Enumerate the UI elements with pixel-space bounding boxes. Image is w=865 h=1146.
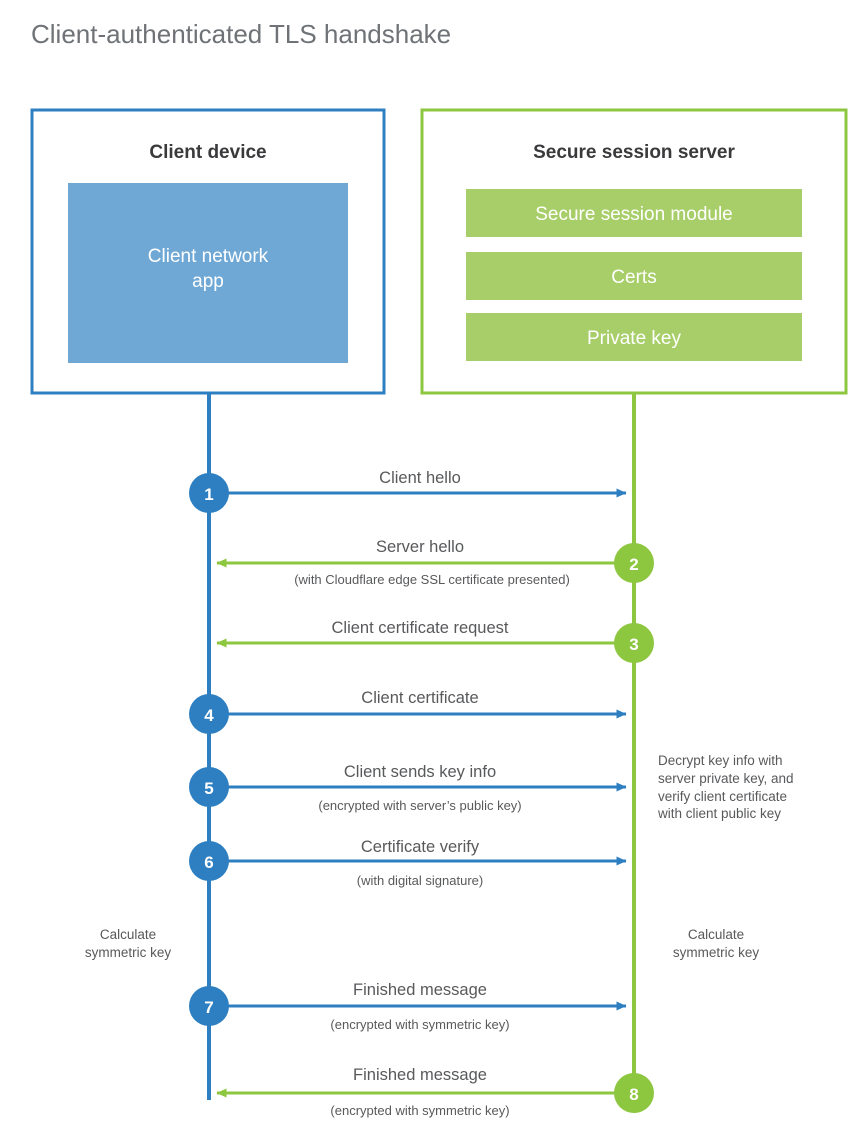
client-device-box: Client device Client network app — [30, 108, 386, 395]
server-decrypt-line-3: with client public key — [657, 806, 781, 821]
step-6-sublabel: (with digital signature) — [357, 873, 483, 888]
step-6-label: Certificate verify — [361, 838, 480, 856]
secure-session-server-title: Secure session server — [533, 142, 735, 163]
step-3-label: Client certificate request — [332, 619, 509, 637]
step-3-group: Client certificate request 3 — [216, 619, 654, 663]
step-2-label: Server hello — [376, 538, 464, 556]
server-module-block-1 — [466, 252, 802, 300]
server-calc-line-1: symmetric key — [673, 945, 760, 960]
server-decrypt-line-1: server private key, and — [658, 771, 794, 786]
server-calc-line-0: Calculate — [688, 927, 744, 942]
client-network-app-block — [68, 183, 348, 363]
step-3-badge — [614, 623, 654, 663]
server-decrypt-annotation: Decrypt key info with server private key… — [657, 753, 794, 821]
step-8-number: 8 — [629, 1085, 638, 1104]
server-module-block-0 — [466, 189, 802, 237]
step-5-sublabel: (encrypted with server’s public key) — [318, 798, 521, 813]
step-5-group: Client sends key info (encrypted with se… — [189, 763, 627, 813]
step-7-badge — [189, 986, 229, 1026]
step-6-badge — [189, 841, 229, 881]
client-network-app-label-line1: Client network — [148, 246, 269, 267]
step-4-label: Client certificate — [361, 689, 478, 707]
step-6-group: Certificate verify (with digital signatu… — [189, 838, 627, 888]
server-module-label-2: Private key — [587, 328, 681, 349]
step-3-number: 3 — [629, 635, 638, 654]
step-4-number: 4 — [204, 706, 214, 725]
step-1-group: Client hello 1 — [189, 469, 627, 513]
step-5-label: Client sends key info — [344, 763, 496, 781]
step-8-label: Finished message — [353, 1066, 487, 1084]
step-2-group: Server hello (with Cloudflare edge SSL c… — [216, 538, 654, 587]
step-6-number: 6 — [204, 853, 213, 872]
server-decrypt-line-2: verify client certificate — [658, 789, 787, 804]
step-7-number: 7 — [204, 998, 213, 1017]
step-5-badge — [189, 767, 229, 807]
step-7-group: Finished message (encrypted with symmetr… — [189, 981, 627, 1032]
step-4-group: Client certificate 4 — [189, 689, 627, 734]
step-1-label: Client hello — [379, 469, 461, 487]
client-network-app-label-line2: app — [192, 271, 224, 292]
client-calc-line-0: Calculate — [100, 927, 156, 942]
client-calc-line-1: symmetric key — [85, 945, 172, 960]
server-module-label-1: Certs — [611, 267, 656, 288]
step-2-sublabel: (with Cloudflare edge SSL certificate pr… — [294, 572, 570, 587]
step-1-number: 1 — [204, 485, 213, 504]
step-8-sublabel: (encrypted with symmetric key) — [330, 1103, 509, 1118]
server-module-block-2 — [466, 313, 802, 361]
page-title: Client-authenticated TLS handshake — [31, 19, 451, 49]
secure-session-server-box: Secure session server Secure session mod… — [420, 108, 848, 395]
step-5-number: 5 — [204, 779, 213, 798]
step-2-number: 2 — [629, 555, 638, 574]
step-2-badge — [614, 543, 654, 583]
step-4-badge — [189, 694, 229, 734]
step-1-badge — [189, 473, 229, 513]
server-decrypt-line-0: Decrypt key info with — [658, 753, 783, 768]
server-calculate-symmetric-key-annotation: Calculate symmetric key — [673, 927, 760, 960]
step-7-sublabel: (encrypted with symmetric key) — [330, 1017, 509, 1032]
client-calculate-symmetric-key-annotation: Calculate symmetric key — [85, 927, 172, 960]
client-device-title: Client device — [149, 142, 266, 163]
step-7-label: Finished message — [353, 981, 487, 999]
step-8-group: Finished message (encrypted with symmetr… — [216, 1066, 654, 1118]
server-module-label-0: Secure session module — [535, 204, 733, 225]
step-8-badge — [614, 1073, 654, 1113]
